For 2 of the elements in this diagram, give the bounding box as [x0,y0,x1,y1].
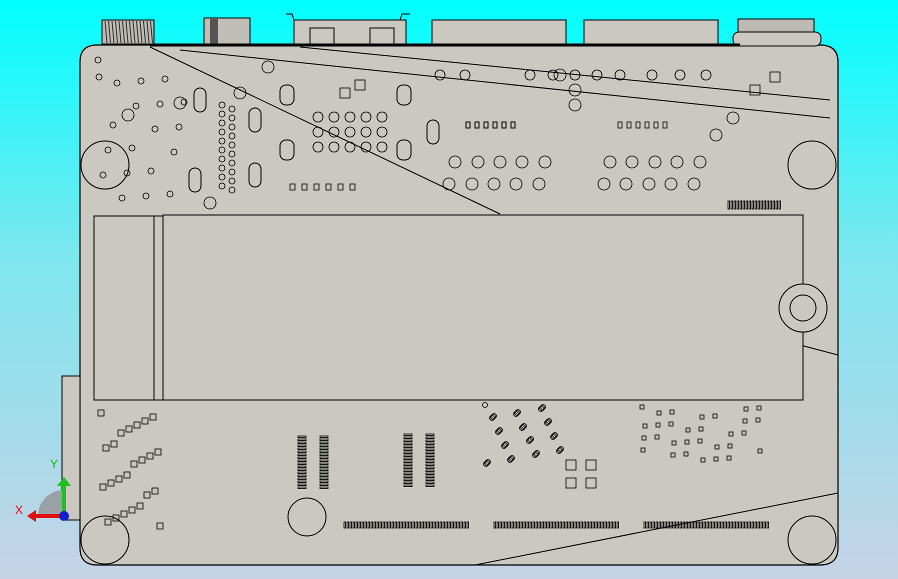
axis-label: X [15,504,24,516]
axis-label: Y [50,458,58,470]
